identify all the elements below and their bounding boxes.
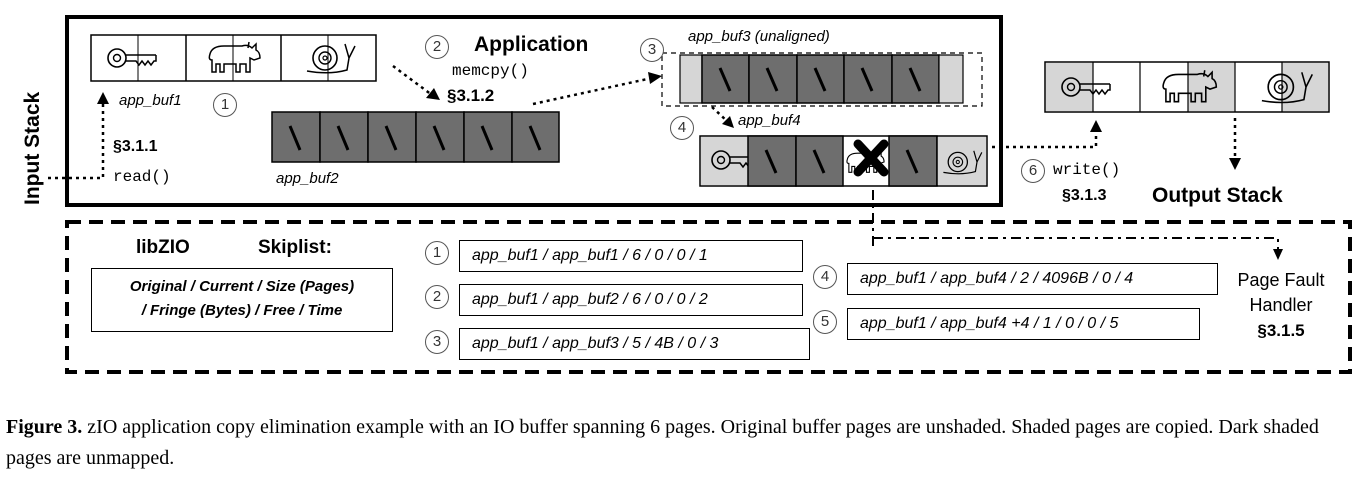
entry-2-marker: 2: [425, 285, 449, 309]
caption-text: zIO application copy elimination example…: [6, 416, 1319, 469]
application-box: [65, 15, 1003, 207]
memcpy-label: memcpy(): [452, 62, 529, 80]
app-buf3: [661, 52, 983, 107]
app-buf4-label: app_buf4: [738, 112, 801, 129]
app-buf3-label: app_buf3 (unaligned): [688, 28, 830, 45]
section-312: §3.1.2: [447, 86, 495, 105]
write-label: write(): [1053, 161, 1121, 179]
section-315: §3.1.5: [1257, 321, 1305, 340]
read-label: read(): [113, 168, 171, 186]
page-fault-line-1: Page Fault: [1237, 270, 1325, 290]
fields-line-2: / Fringe (Bytes) / Free / Time: [141, 302, 343, 319]
skiplist-entry-1: app_buf1 / app_buf1 / 6 / 0 / 0 / 1: [459, 240, 803, 272]
entry-1-marker: 1: [425, 241, 449, 265]
read-arrow: [48, 100, 105, 180]
skiplist-entry-5: app_buf1 / app_buf4 +4 / 1 / 0 / 0 / 5: [847, 308, 1200, 340]
app-buf2-label: app_buf2: [276, 170, 339, 187]
figure-caption: Figure 3. zIO application copy eliminati…: [6, 412, 1356, 474]
page-fault-line: [872, 190, 1279, 252]
app-buf4: [699, 135, 988, 187]
app-buf1: [90, 34, 377, 82]
entry-3-marker: 3: [425, 330, 449, 354]
app-buf1-label: app_buf1: [119, 92, 182, 109]
step-3-marker: 3: [640, 38, 664, 62]
figure-number: Figure 3.: [6, 416, 83, 438]
libzio-box: [65, 220, 1352, 374]
memcpy-arrow-3: [711, 106, 729, 123]
skiplist-entry-3: app_buf1 / app_buf3 / 5 / 4B / 0 / 3: [459, 328, 810, 360]
x-mark-icon: [853, 139, 889, 177]
step-2-marker: 2: [425, 35, 449, 59]
entry-5-marker: 5: [813, 310, 837, 334]
memcpy-arrow-2: [532, 76, 653, 106]
step-4-marker: 4: [670, 116, 694, 140]
section-313: §3.1.3: [1062, 187, 1107, 204]
section-311: §3.1.1: [113, 138, 158, 155]
application-title: Application: [474, 33, 589, 56]
page-fault-line-2: Handler: [1249, 295, 1313, 315]
step-6-marker: 6: [1021, 159, 1045, 183]
input-stack-label: Input Stack: [21, 91, 44, 205]
skiplist-entry-4: app_buf1 / app_buf4 / 2 / 4096B / 0 / 4: [847, 263, 1218, 295]
skiplist-title: Skiplist:: [258, 237, 332, 258]
entry-4-marker: 4: [813, 265, 837, 289]
step-1-marker: 1: [213, 93, 237, 117]
page-fault-handler: Page Fault Handler §3.1.5: [1226, 268, 1336, 343]
zio-diagram: [48, 15, 1352, 374]
output-buffer: [1044, 61, 1330, 113]
app-buf2: [271, 111, 560, 163]
memcpy-arrow-1: [392, 64, 433, 97]
output-stack-label: Output Stack: [1152, 184, 1283, 207]
fields-line-1: Original / Current / Size (Pages): [129, 278, 355, 295]
skiplist-entry-2: app_buf1 / app_buf2 / 6 / 0 / 0 / 2: [459, 284, 803, 316]
skiplist-fields-legend: Original / Current / Size (Pages) / Frin…: [91, 268, 393, 332]
write-arrow: [992, 128, 1098, 149]
libzio-title: libZIO: [136, 237, 190, 258]
